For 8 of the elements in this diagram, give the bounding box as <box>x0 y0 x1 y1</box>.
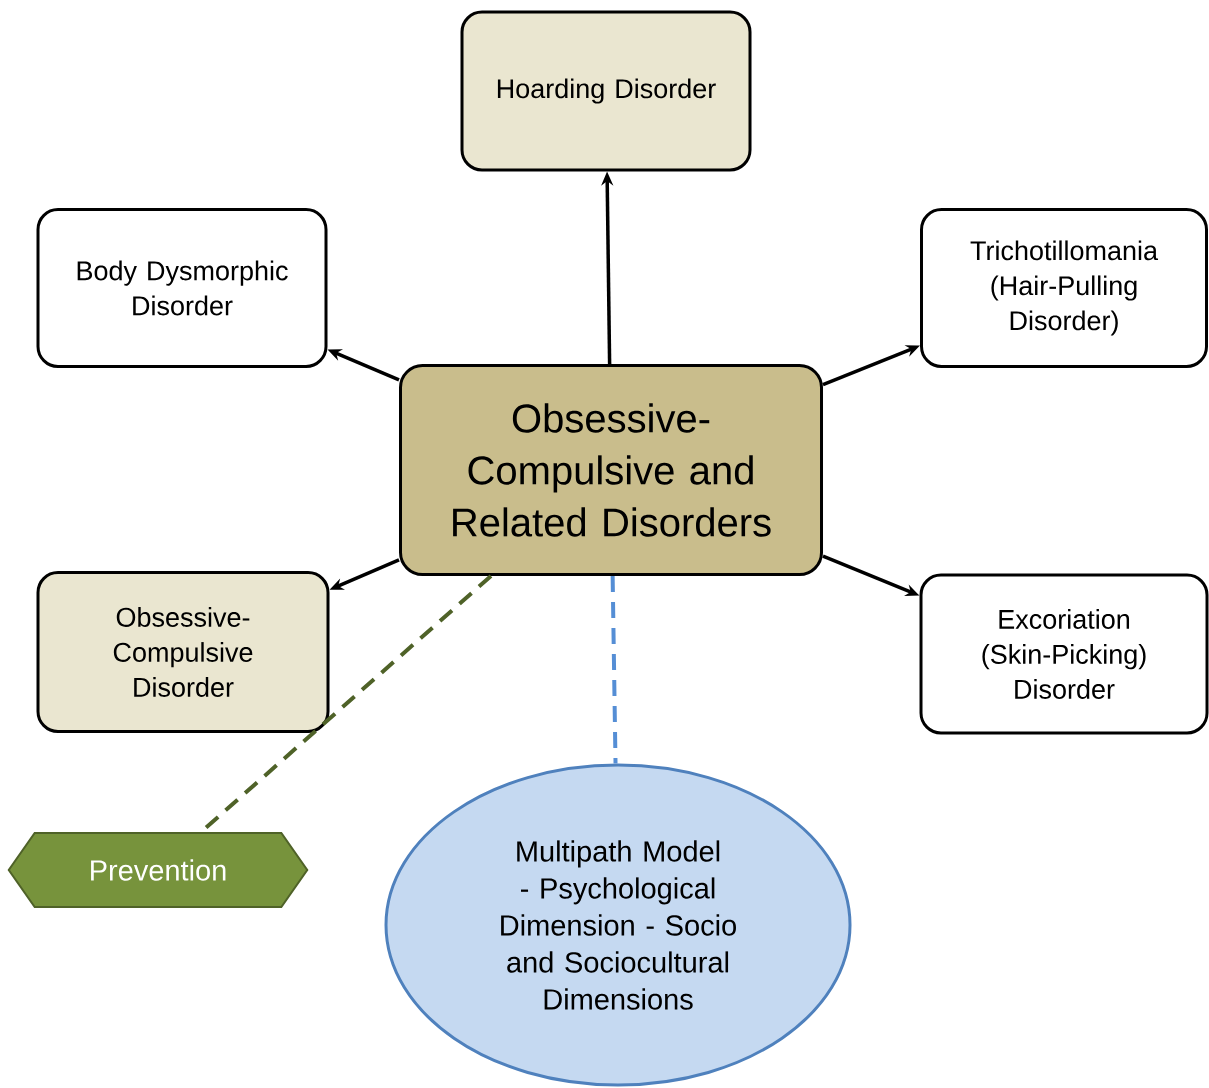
disorder-box: Trichotillomania (Hair-Pulling Disorder) <box>920 208 1208 368</box>
prevention-banner: Prevention <box>7 832 309 908</box>
dashed-connector <box>610 576 618 764</box>
category-box: Obsessive-Compulsive and Related Disorders <box>399 364 823 576</box>
disorder-box: Excoriation (Skin-Picking) Disorder <box>919 573 1209 735</box>
disorder-box: Body Dysmorphic Disorder <box>36 208 328 368</box>
disorder-box: Obsessive-Compulsive Disorder <box>36 571 330 733</box>
disorder-box: Hoarding Disorder <box>460 10 752 172</box>
